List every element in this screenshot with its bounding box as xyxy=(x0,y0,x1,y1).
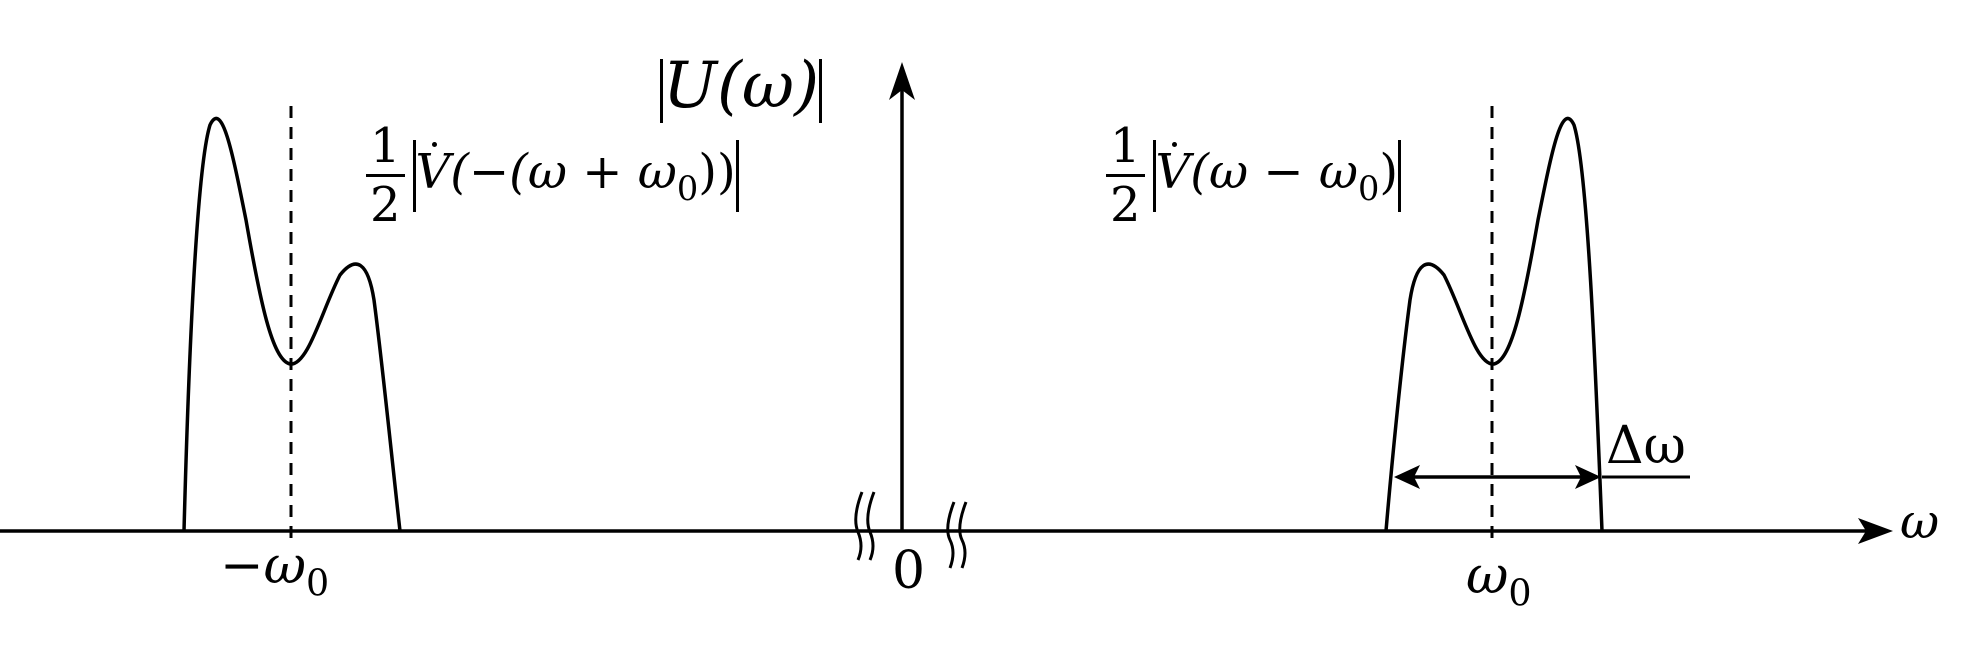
bandwidth-arrowhead-right xyxy=(1575,465,1601,489)
right-spectrum-label: 1 2 V(ω − ω0) xyxy=(1106,122,1402,229)
tick-neg-sub: 0 xyxy=(305,561,330,605)
right-fraction-bar xyxy=(1106,174,1145,177)
left-fraction-numerator: 1 xyxy=(370,118,401,174)
y-axis-label-text: U(ω) xyxy=(663,49,820,123)
left-spectrum-label: 1 2 V(−(ω + ω0)) xyxy=(366,122,739,229)
x-axis-arrowhead xyxy=(1858,518,1893,544)
left-spectrum-curve xyxy=(182,116,402,532)
right-v-dot-symbol: V xyxy=(1155,144,1191,200)
tick-pos-main: ω xyxy=(1466,546,1509,606)
left-argument-sub: 0 xyxy=(676,168,699,208)
abs-bar-right xyxy=(819,58,823,123)
left-argument-tail: )) xyxy=(698,144,736,200)
axis-break-left xyxy=(854,491,876,561)
x-axis-symbol: ω xyxy=(1900,494,1940,550)
y-axis-arrowhead xyxy=(889,62,915,100)
right-abs-bar-open xyxy=(1152,139,1156,212)
right-argument: (ω − ω xyxy=(1190,144,1358,200)
y-axis-label: U(ω) xyxy=(660,54,823,123)
right-abs-bar-close xyxy=(1398,139,1402,212)
right-fraction-denominator: 2 xyxy=(1110,177,1141,233)
left-fraction: 1 2 xyxy=(366,122,405,229)
tick-pos-sub: 0 xyxy=(1508,571,1532,615)
axis-break-right xyxy=(946,501,968,569)
left-v-dot-symbol: V xyxy=(415,144,451,200)
left-fraction-denominator: 2 xyxy=(370,177,401,233)
left-abs-bar-close xyxy=(735,139,739,212)
right-fraction-numerator: 1 xyxy=(1110,118,1141,174)
tick-label-pos-omega0: ω0 xyxy=(1466,550,1532,612)
bandwidth-arrowhead-left xyxy=(1394,465,1420,489)
right-spectrum-curve xyxy=(1384,116,1604,532)
left-abs-bar-open xyxy=(412,139,416,212)
left-fraction-bar xyxy=(366,174,405,177)
right-argument-sub: 0 xyxy=(1357,168,1380,208)
abs-bar-left xyxy=(660,58,663,123)
tick-label-neg-omega0: −ω0 xyxy=(220,540,329,602)
tick-neg-main: −ω xyxy=(220,536,306,596)
left-argument: (−(ω + ω xyxy=(450,144,677,200)
right-fraction: 1 2 xyxy=(1106,122,1145,229)
origin-label: 0 xyxy=(892,541,926,601)
right-argument-tail: ) xyxy=(1379,144,1399,200)
bandwidth-label: Δω xyxy=(1606,416,1686,476)
